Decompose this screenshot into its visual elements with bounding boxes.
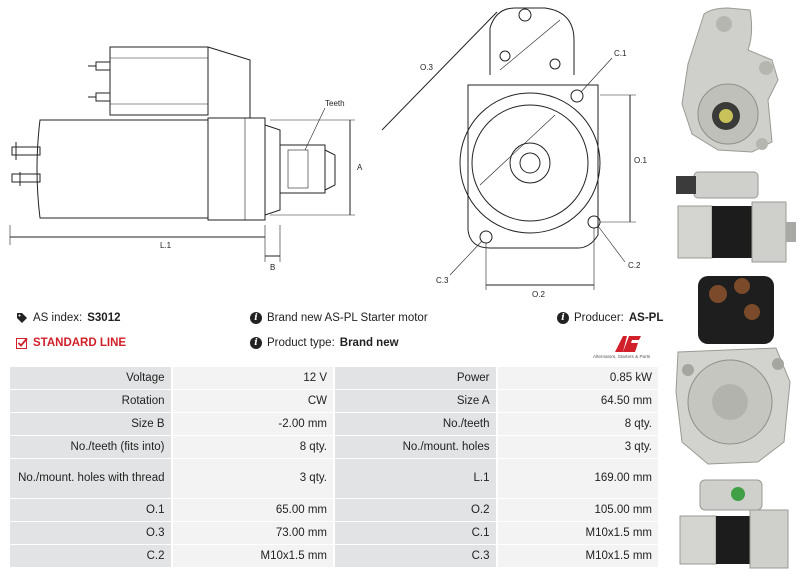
spec-label: Size A — [335, 390, 496, 412]
hole-c1 — [570, 89, 584, 103]
spec-label: O.3 — [10, 522, 171, 544]
spec-label: No./teeth — [335, 413, 496, 435]
o2-label: O.2 — [532, 290, 545, 299]
producer: i Producer: AS-PL — [557, 312, 663, 324]
o3-dimension-line — [381, 11, 498, 131]
c1-label: C.1 — [614, 49, 627, 58]
logo-tagline: Alternators, Starters & Parts — [593, 354, 651, 359]
info-icon: i — [250, 312, 262, 324]
product-photo-rear[interactable] — [668, 272, 800, 472]
l1-label: L.1 — [160, 241, 172, 250]
technical-drawing: Teeth A B L.1 O.1 O.2 O.3 C.1 C.2 C.3 — [9, 7, 647, 299]
o3-label: O.3 — [420, 63, 433, 72]
spec-value: 12 V — [172, 367, 333, 389]
spec-value: CW — [172, 390, 333, 412]
as-index: AS index: S3012 — [16, 312, 121, 324]
solenoid-outline — [109, 46, 209, 116]
spec-value: 8 qty. — [172, 436, 333, 458]
flange-top-outline — [489, 7, 575, 75]
brand-text: Brand new AS-PL Starter motor — [267, 312, 428, 324]
spec-label: Rotation — [10, 390, 171, 412]
motor-body-outline — [36, 119, 209, 219]
spec-label: L.1 — [335, 459, 496, 498]
product-type: i Product type: Brand new — [250, 337, 399, 349]
producer-label: Producer: — [574, 312, 624, 324]
spec-label: No./mount. holes with thread — [10, 459, 171, 498]
c2-label: C.2 — [628, 261, 641, 270]
spec-value: M10x1.5 mm — [172, 545, 333, 567]
spec-label: O.2 — [335, 499, 496, 521]
c3-label: C.3 — [436, 276, 449, 285]
tag-icon — [16, 312, 28, 324]
spec-value: -2.00 mm — [172, 413, 333, 435]
spec-row: No./teeth (fits into)8 qty.No./mount. ho… — [10, 436, 658, 458]
product-photo-front[interactable] — [668, 4, 800, 164]
o1-label: O.1 — [634, 156, 647, 165]
spec-value: 8 qty. — [497, 413, 658, 435]
product-thumbnails — [668, 0, 800, 576]
product-type-value: Brand new — [339, 337, 399, 349]
product-photo-top[interactable] — [668, 476, 800, 572]
standard-line: STANDARD LINE — [16, 337, 126, 349]
spec-label: Size B — [10, 413, 171, 435]
spec-label: Voltage — [10, 367, 171, 389]
as-index-value: S3012 — [87, 312, 121, 324]
as-index-label: AS index: — [33, 312, 83, 324]
spec-value: 3 qty. — [497, 436, 658, 458]
product-photo-side[interactable] — [668, 168, 800, 268]
info-icon: i — [250, 337, 262, 349]
spec-label: No./teeth (fits into) — [10, 436, 171, 458]
spec-label: O.1 — [10, 499, 171, 521]
b-label: B — [270, 263, 275, 272]
standard-line-text: STANDARD LINE — [33, 337, 127, 349]
teeth-label: Teeth — [325, 99, 345, 108]
spec-value: 73.00 mm — [172, 522, 333, 544]
spec-label: C.2 — [10, 545, 171, 567]
spec-value: M10x1.5 mm — [497, 522, 658, 544]
spec-label: No./mount. holes — [335, 436, 496, 458]
product-type-label: Product type: — [267, 337, 335, 349]
spec-value: 64.50 mm — [497, 390, 658, 412]
producer-value: AS-PL — [628, 312, 664, 324]
spec-value: M10x1.5 mm — [497, 545, 658, 567]
spec-label: C.1 — [335, 522, 496, 544]
spec-value: 0.85 kW — [497, 367, 658, 389]
spec-label: C.3 — [335, 545, 496, 567]
product-info: AS index: S3012 STANDARD LINE i Brand ne… — [8, 310, 663, 360]
as-pl-logo: Alternators, Starters & Parts — [593, 336, 651, 359]
flange-outline — [467, 84, 599, 249]
spec-value: 65.00 mm — [172, 499, 333, 521]
checkbox-check-icon — [16, 337, 28, 349]
a-label: A — [357, 163, 363, 172]
spec-value: 3 qty. — [172, 459, 333, 498]
brand-note: i Brand new AS-PL Starter motor — [250, 312, 428, 324]
spec-label: Power — [335, 367, 496, 389]
spec-value: 169.00 mm — [497, 459, 658, 498]
info-icon: i — [557, 312, 569, 324]
spec-value: 105.00 mm — [497, 499, 658, 521]
